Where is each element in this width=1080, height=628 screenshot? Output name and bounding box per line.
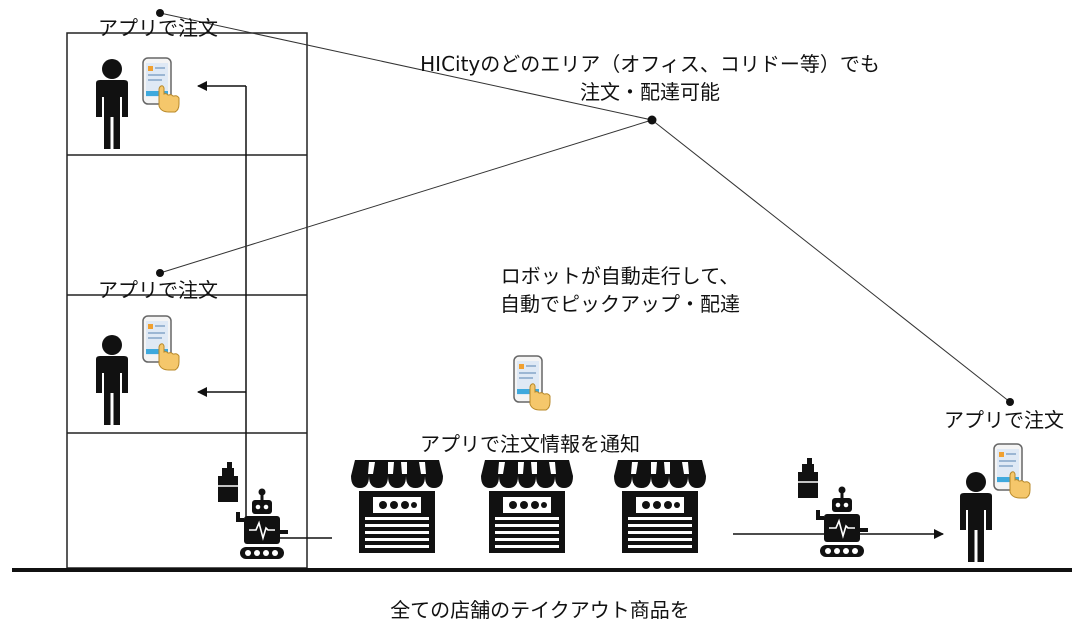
order-label-top-floor: アプリで注文 xyxy=(98,16,218,40)
package-icon xyxy=(217,461,239,503)
notify-label: アプリで注文情報を通知 xyxy=(420,432,640,456)
robot-text: ロボットが自動走行して、 自動でピックアップ・配達 xyxy=(470,262,770,318)
smartphone-tap-icon xyxy=(142,57,180,113)
person-icon xyxy=(96,335,128,425)
person-icon xyxy=(96,59,128,149)
package-icon xyxy=(797,457,819,499)
smartphone-tap-icon xyxy=(142,315,180,371)
callout-dots xyxy=(156,9,1014,406)
storefront-icon xyxy=(614,460,706,553)
callout-text: HICityのどのエリア（オフィス、コリドー等）でも 注文・配達可能 xyxy=(410,50,890,106)
order-label-outside: アプリで注文 xyxy=(944,408,1064,432)
storefront-icon xyxy=(351,460,443,553)
delivery-robot-icon xyxy=(815,485,869,558)
callout-line-1: HICityのどのエリア（オフィス、コリドー等）でも xyxy=(420,52,880,76)
smartphone-tap-icon xyxy=(513,355,551,411)
delivery-robot-icon xyxy=(235,487,289,560)
smartphone-tap-icon xyxy=(993,443,1031,499)
storefront-icon xyxy=(481,460,573,553)
callout-lines xyxy=(159,12,1011,403)
person-icon xyxy=(960,472,992,562)
callout-line-2: 注文・配達可能 xyxy=(580,80,720,104)
bottom-caption: 全ての店舗のテイクアウト商品を xyxy=(390,598,690,622)
elevator-delivery-path xyxy=(197,81,332,539)
robot-line-2: 自動でピックアップ・配達 xyxy=(500,292,740,316)
order-label-mid-floor: アプリで注文 xyxy=(98,278,218,302)
robot-line-1: ロボットが自動走行して、 xyxy=(500,264,740,288)
